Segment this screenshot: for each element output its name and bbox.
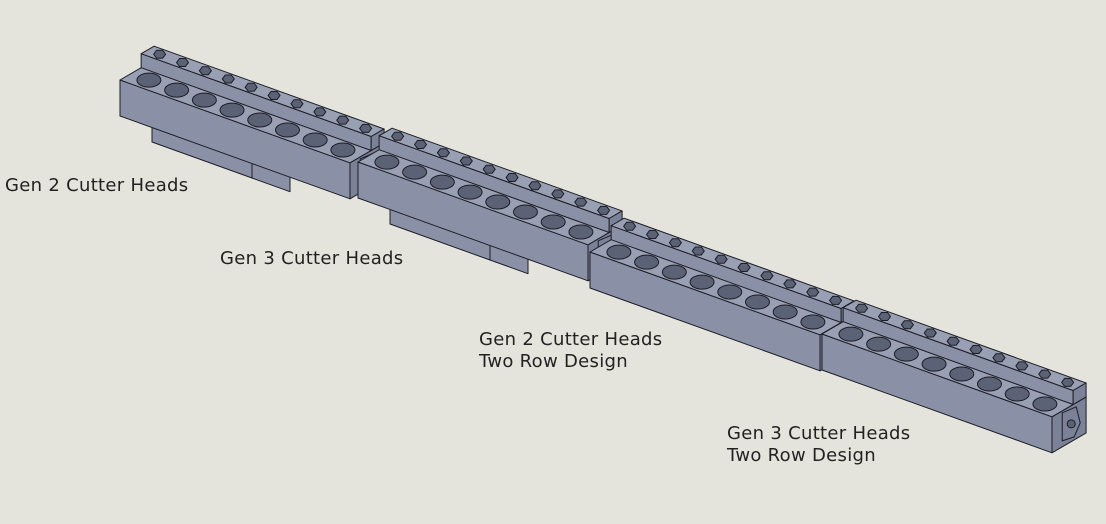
rail-hex-hole (390, 131, 405, 141)
rail-hex-hole (923, 328, 937, 338)
label-gen2: Gen 2 Cutter Heads (5, 175, 188, 197)
label-line: Gen 2 Cutter Heads (479, 329, 663, 350)
main-hole (976, 376, 1002, 392)
part-gen3-two-row (821, 299, 1087, 454)
rail-hex-hole (854, 303, 869, 313)
main-hole (689, 274, 715, 290)
main-hole (1032, 396, 1058, 412)
main-hole (374, 154, 400, 170)
label-line: Two Row Design (727, 445, 876, 466)
rail-hex-hole (267, 90, 281, 100)
rail-hex-hole (1060, 377, 1075, 387)
rail-hex-hole (313, 107, 327, 117)
rail-hex-hole (175, 57, 190, 67)
main-hole (512, 204, 538, 220)
main-hole (717, 284, 743, 300)
rail-hex-hole (221, 74, 235, 84)
rail-hex-hole (596, 205, 611, 215)
part-gen2 (119, 45, 385, 200)
rail-hex-hole (413, 139, 428, 149)
main-hole (568, 224, 594, 240)
label-gen3-two-row: Gen 3 Cutter Heads Two Row Design (727, 423, 910, 467)
rail-hex-hole (574, 197, 588, 207)
main-hole (772, 304, 798, 320)
main-hole (921, 356, 947, 372)
rail-hex-hole (877, 311, 892, 321)
main-hole (744, 294, 770, 310)
part-gen2-two-row (589, 217, 855, 372)
rail-side-face (1072, 382, 1087, 405)
rail-hex-hole (806, 287, 820, 297)
rail-hex-hole (152, 49, 167, 59)
main-hole (893, 346, 919, 362)
rail-hex-hole (900, 320, 915, 330)
main-hole (191, 92, 217, 108)
rail-hex-hole (244, 82, 258, 92)
rail-hex-hole (737, 262, 751, 272)
main-hole (949, 366, 975, 382)
rail-hex-hole (946, 336, 960, 346)
label-line: Gen 3 Cutter Heads (220, 248, 404, 269)
rail-hex-hole (668, 238, 683, 248)
part-gen3 (357, 127, 623, 282)
main-hole (540, 214, 566, 230)
main-hole (485, 194, 511, 210)
rail-hex-hole (783, 279, 797, 289)
rail-hex-hole (551, 189, 565, 199)
main-hole (136, 72, 162, 88)
rail-hex-hole (198, 66, 213, 76)
label-gen2-two-row: Gen 2 Cutter Heads Two Row Design (479, 329, 662, 373)
main-hole (330, 142, 356, 158)
main-hole (219, 102, 245, 118)
rail-hex-hole (969, 344, 983, 354)
main-hole (838, 326, 864, 342)
rail-hex-hole (760, 271, 774, 281)
rail-hex-hole (482, 164, 496, 174)
main-hole (800, 314, 826, 330)
main-hole (606, 244, 632, 260)
main-hole (457, 184, 483, 200)
main-hole (247, 112, 273, 128)
label-line: Two Row Design (479, 351, 628, 372)
label-line: Gen 3 Cutter Heads (727, 423, 911, 444)
main-hole (274, 122, 300, 138)
rail-hex-hole (828, 295, 843, 305)
rail-hex-hole (1038, 369, 1052, 379)
main-hole (866, 336, 892, 352)
rail-hex-hole (505, 172, 519, 182)
rail-hex-hole (336, 115, 350, 125)
main-hole (429, 174, 455, 190)
main-hole (302, 132, 328, 148)
label-gen3: Gen 3 Cutter Heads (220, 248, 403, 270)
rail-hex-hole (436, 148, 451, 158)
main-hole (661, 264, 687, 280)
rail-hex-hole (528, 181, 542, 191)
rail-hex-hole (645, 229, 660, 239)
rail-hex-hole (714, 254, 728, 264)
main-hole (164, 82, 190, 98)
main-hole (402, 164, 428, 180)
rail-hex-hole (1015, 361, 1029, 371)
rail-hex-hole (358, 123, 373, 133)
rail-hex-hole (290, 99, 304, 109)
main-hole (1004, 386, 1030, 402)
rail-hex-hole (992, 353, 1006, 363)
rail-hex-hole (459, 156, 473, 166)
label-line: Gen 2 Cutter Heads (5, 175, 189, 196)
rail-hex-hole (691, 246, 705, 256)
pin-hole-icon (1066, 419, 1076, 429)
rail-hex-hole (622, 221, 637, 231)
main-hole (634, 254, 660, 270)
